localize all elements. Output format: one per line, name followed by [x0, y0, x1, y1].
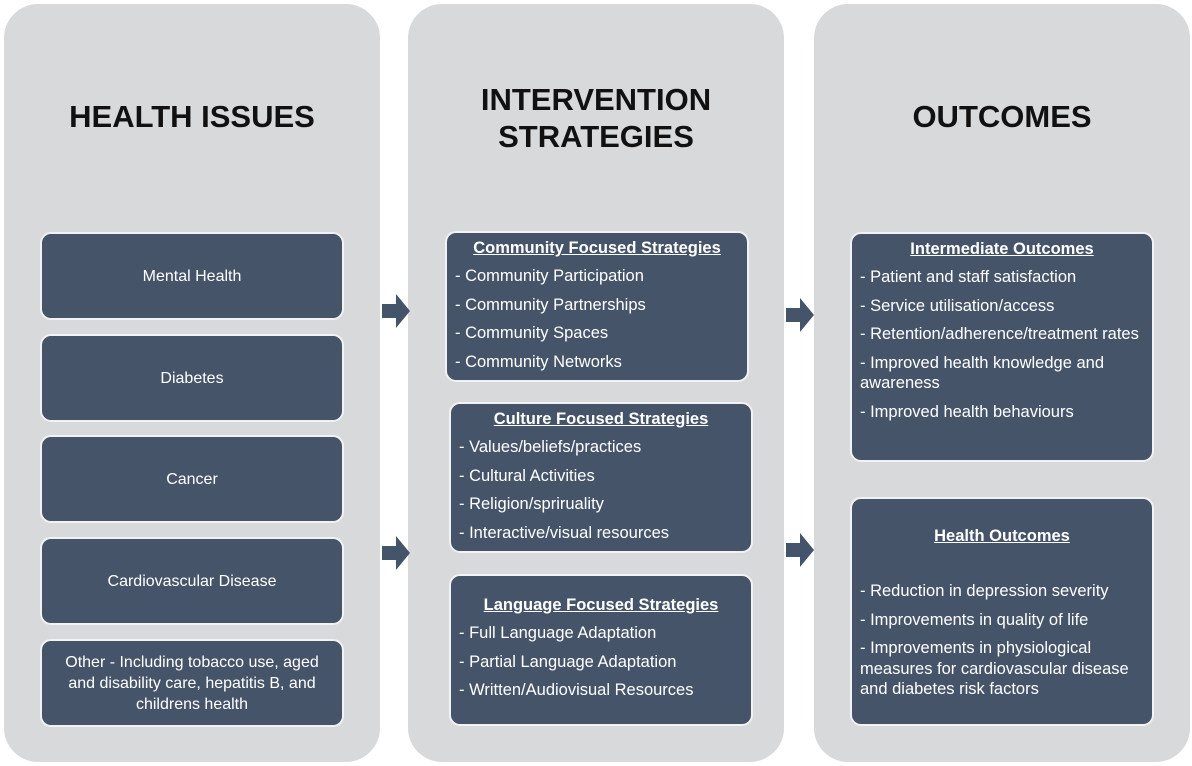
list-item: Retention/adherence/treatment rates [860, 324, 1144, 345]
list-item: Improvements in quality of life [860, 610, 1144, 631]
language-strategies-box: Language Focused Strategies Full Languag… [449, 574, 753, 726]
community-strategies-box: Community Focused Strategies Community P… [445, 231, 749, 382]
list-item: Values/beliefs/practices [459, 437, 743, 458]
culture-strategies-box: Culture Focused Strategies Values/belief… [449, 402, 753, 553]
health-issues-column: HEALTH ISSUES Mental Health Diabetes Can… [4, 4, 380, 762]
list-item: Improved health behaviours [860, 402, 1144, 423]
list-item: Patient and staff satisfaction [860, 267, 1144, 288]
list-item: Community Networks [455, 352, 739, 373]
outcomes-title: OUTCOMES [912, 99, 1092, 134]
list-item: Written/Audiovisual Resources [459, 680, 743, 701]
issue-label: Mental Health [142, 267, 242, 285]
issue-label: Other - Including tobacco use, aged and … [65, 653, 319, 713]
list-item: Improvements in physiological measures f… [860, 638, 1144, 700]
title-line: INTERVENTION [480, 82, 712, 117]
issue-box-cancer: Cancer [40, 435, 344, 523]
group-title: Health Outcomes [934, 527, 1070, 545]
arrow-right-icon [382, 294, 410, 328]
health-issues-title: HEALTH ISSUES [69, 99, 315, 134]
list-item: Full Language Adaptation [459, 623, 743, 644]
arrow-right-icon [786, 533, 814, 567]
issue-box-mental-health: Mental Health [40, 232, 344, 320]
title-line: STRATEGIES [498, 119, 694, 154]
list-item: Community Participation [455, 266, 739, 287]
list-item: Service utilisation/access [860, 296, 1144, 317]
issue-label: Cardiovascular Disease [107, 572, 277, 590]
group-title: Intermediate Outcomes [910, 240, 1094, 258]
list-item: Interactive/visual resources [459, 523, 743, 544]
list-item: Community Spaces [455, 323, 739, 344]
issue-box-cardiovascular-disease: Cardiovascular Disease [40, 537, 344, 625]
issue-box-other: Other - Including tobacco use, aged and … [40, 639, 344, 727]
list-item: Improved health knowledge and awareness [860, 353, 1144, 394]
intervention-strategies-title: INTERVENTION STRATEGIES [408, 81, 784, 155]
health-outcomes-box: Health Outcomes Reduction in depression … [850, 497, 1154, 726]
group-title: Community Focused Strategies [473, 239, 721, 257]
list-item: Religion/spriruality [459, 494, 743, 515]
issue-label: Cancer [166, 470, 218, 488]
list-item: Community Partnerships [455, 295, 739, 316]
intervention-strategies-column: INTERVENTION STRATEGIES Community Focuse… [408, 4, 784, 762]
arrow-right-icon [786, 298, 814, 332]
list-item: Partial Language Adaptation [459, 652, 743, 673]
arrow-right-icon [382, 536, 410, 570]
outcomes-column: OUTCOMES Intermediate Outcomes Patient a… [814, 4, 1190, 762]
group-title: Language Focused Strategies [483, 596, 719, 614]
issue-label: Diabetes [160, 369, 224, 387]
list-item: Reduction in depression severity [860, 581, 1144, 602]
issue-box-diabetes: Diabetes [40, 334, 344, 422]
list-item: Cultural Activities [459, 466, 743, 487]
intermediate-outcomes-box: Intermediate Outcomes Patient and staff … [850, 232, 1154, 462]
group-title: Culture Focused Strategies [493, 410, 709, 428]
